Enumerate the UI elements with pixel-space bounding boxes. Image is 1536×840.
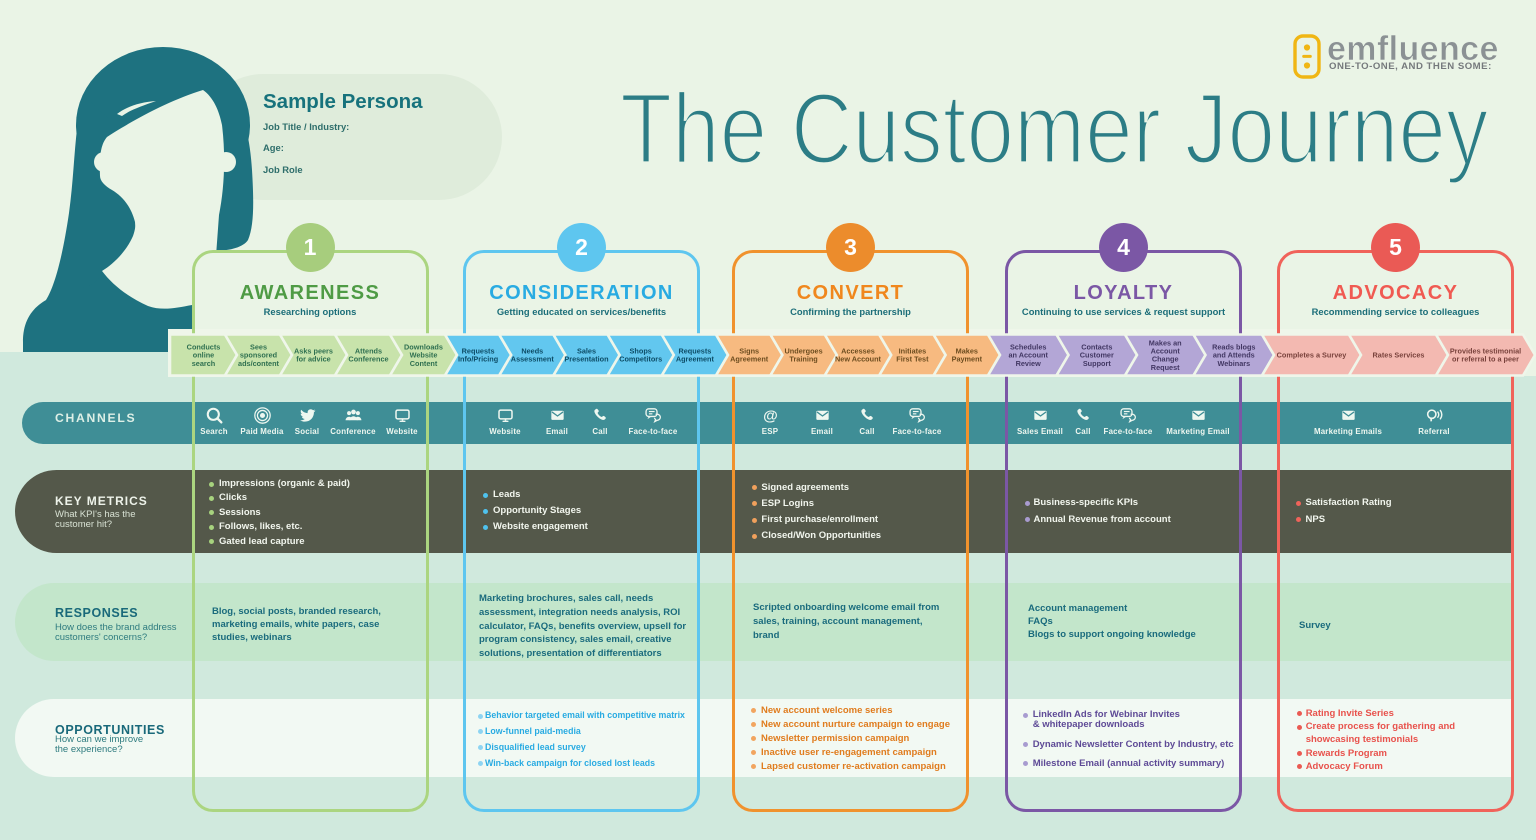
svg-text:Info/Pricing: Info/Pricing	[458, 354, 498, 363]
svg-text:Presentation: Presentation	[564, 354, 608, 363]
svg-text:Requests: Requests	[462, 346, 495, 355]
svg-text:Customer: Customer	[1080, 350, 1114, 359]
svg-text:Schedules: Schedules	[1010, 342, 1046, 351]
svg-text:Attends: Attends	[355, 346, 382, 355]
svg-text:@: @	[763, 408, 778, 425]
svg-text:First Test: First Test	[896, 354, 929, 363]
svg-text:Accesses: Accesses	[841, 346, 875, 355]
svg-text:Initiates: Initiates	[899, 346, 927, 355]
svg-text:Payment: Payment	[952, 354, 983, 363]
svg-text:Rates Services: Rates Services	[1373, 350, 1425, 359]
svg-text:Signs: Signs	[739, 346, 759, 355]
svg-text:Agreement: Agreement	[676, 354, 715, 363]
svg-text:for advice: for advice	[296, 354, 330, 363]
svg-text:Competitors: Competitors	[619, 354, 662, 363]
svg-text:search: search	[192, 358, 216, 367]
svg-text:Change: Change	[1152, 354, 1179, 363]
svg-text:Conducts: Conducts	[187, 342, 221, 351]
svg-text:an Account: an Account	[1008, 350, 1048, 359]
svg-text:Sales: Sales	[577, 346, 596, 355]
svg-text:Content: Content	[410, 358, 438, 367]
svg-text:Contacts: Contacts	[1081, 342, 1112, 351]
svg-text:Shops: Shops	[630, 346, 652, 355]
svg-text:Makes: Makes	[956, 346, 978, 355]
svg-text:Completes a Survey: Completes a Survey	[1277, 350, 1348, 359]
svg-text:New Account: New Account	[835, 354, 882, 363]
svg-text:sponsored: sponsored	[240, 350, 277, 359]
svg-text:Reads blogs: Reads blogs	[1212, 342, 1255, 351]
svg-text:or referral to a peer: or referral to a peer	[1452, 354, 1519, 363]
svg-text:ads/content: ads/content	[238, 358, 280, 367]
svg-text:Downloads: Downloads	[404, 342, 443, 351]
svg-text:Webinars: Webinars	[1217, 358, 1250, 367]
svg-text:Assessment: Assessment	[511, 354, 555, 363]
svg-text:Training: Training	[789, 354, 817, 363]
svg-text:and Attends: and Attends	[1213, 350, 1255, 359]
svg-text:Review: Review	[1016, 358, 1041, 367]
svg-text:Provides testimonial: Provides testimonial	[1450, 346, 1521, 355]
svg-text:Website: Website	[410, 350, 438, 359]
svg-text:Undergoes: Undergoes	[785, 346, 823, 355]
svg-text:Account: Account	[1151, 346, 1181, 355]
svg-text:Sees: Sees	[250, 342, 267, 351]
svg-text:Makes an: Makes an	[1149, 338, 1182, 347]
svg-text:Conference: Conference	[348, 354, 388, 363]
svg-text:Asks peers: Asks peers	[294, 346, 333, 355]
svg-text:Request: Request	[1151, 362, 1180, 371]
svg-text:Needs: Needs	[521, 346, 543, 355]
svg-text:Requests: Requests	[678, 346, 711, 355]
svg-text:Agreement: Agreement	[730, 354, 769, 363]
svg-text:Support: Support	[1083, 358, 1112, 367]
svg-text:online: online	[193, 350, 215, 359]
